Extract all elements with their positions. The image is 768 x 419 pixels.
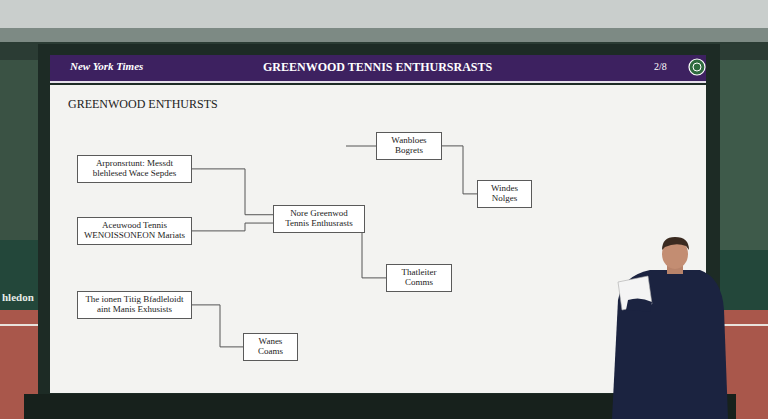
wall-left — [0, 240, 38, 310]
masthead: New York Times — [70, 60, 143, 72]
watermark: hledon — [2, 291, 34, 303]
board-panel — [50, 85, 706, 393]
header-rule — [50, 81, 706, 83]
bracket-box: Arpronsrtunt: Messdt blehlesed Wace Sepd… — [77, 155, 192, 183]
box-text: Aceuwood Tennis WENOISSONEON Mariats — [82, 221, 187, 241]
hair — [662, 237, 689, 250]
bracket-box: The ionen Titig Bfadleloidt aint Manis E… — [77, 291, 192, 319]
header-bar — [50, 55, 706, 81]
box-text: The ionen Titig Bfadleloidt aint Manis E… — [82, 295, 187, 315]
wall-right — [720, 250, 768, 310]
roof-edge — [0, 28, 768, 42]
seats-left — [0, 60, 38, 240]
suit — [612, 270, 728, 419]
board-label: 2/8 — [654, 61, 667, 72]
bracket-box: Nore Greenwod Tennis Enthusrasts — [273, 205, 365, 233]
header-title: GREENWOOD TENNIS ENTHURSRASTS — [263, 60, 492, 75]
man-figure — [612, 237, 728, 419]
box-text: Wanbloes Bogrets — [381, 136, 437, 156]
seats-right — [720, 60, 768, 250]
court-line — [0, 324, 38, 326]
roof — [0, 0, 768, 28]
bracket-connector — [442, 146, 477, 194]
arm — [626, 298, 652, 312]
bracket-box: Thatleiter Comms — [386, 264, 452, 292]
bracket-box: Aceuwood Tennis WENOISSONEON Mariats — [77, 217, 192, 245]
bracket-box: Windes Nolges — [477, 180, 532, 208]
bracket-connector — [192, 223, 273, 231]
box-text: Nore Greenwod Tennis Enthusrasts — [278, 209, 360, 229]
stub-line — [346, 146, 376, 147]
bracket-box: Wanes Coams — [243, 333, 298, 361]
club-logo — [689, 59, 705, 75]
board-label: GREENWOOD ENTHURSTS — [68, 97, 218, 112]
bracket-box: Wanbloes Bogrets — [376, 132, 442, 160]
bracket-connector — [192, 169, 273, 215]
club-logo — [693, 63, 701, 71]
box-text: Wanes Coams — [248, 337, 293, 357]
bracket-connector — [192, 305, 243, 347]
court-line — [720, 324, 768, 326]
bracket-connector — [362, 233, 386, 278]
box-text: Thatleiter Comms — [391, 268, 447, 288]
box-text: Arpronsrtunt: Messdt blehlesed Wace Sepd… — [82, 159, 187, 179]
box-text: Windes Nolges — [482, 184, 527, 204]
